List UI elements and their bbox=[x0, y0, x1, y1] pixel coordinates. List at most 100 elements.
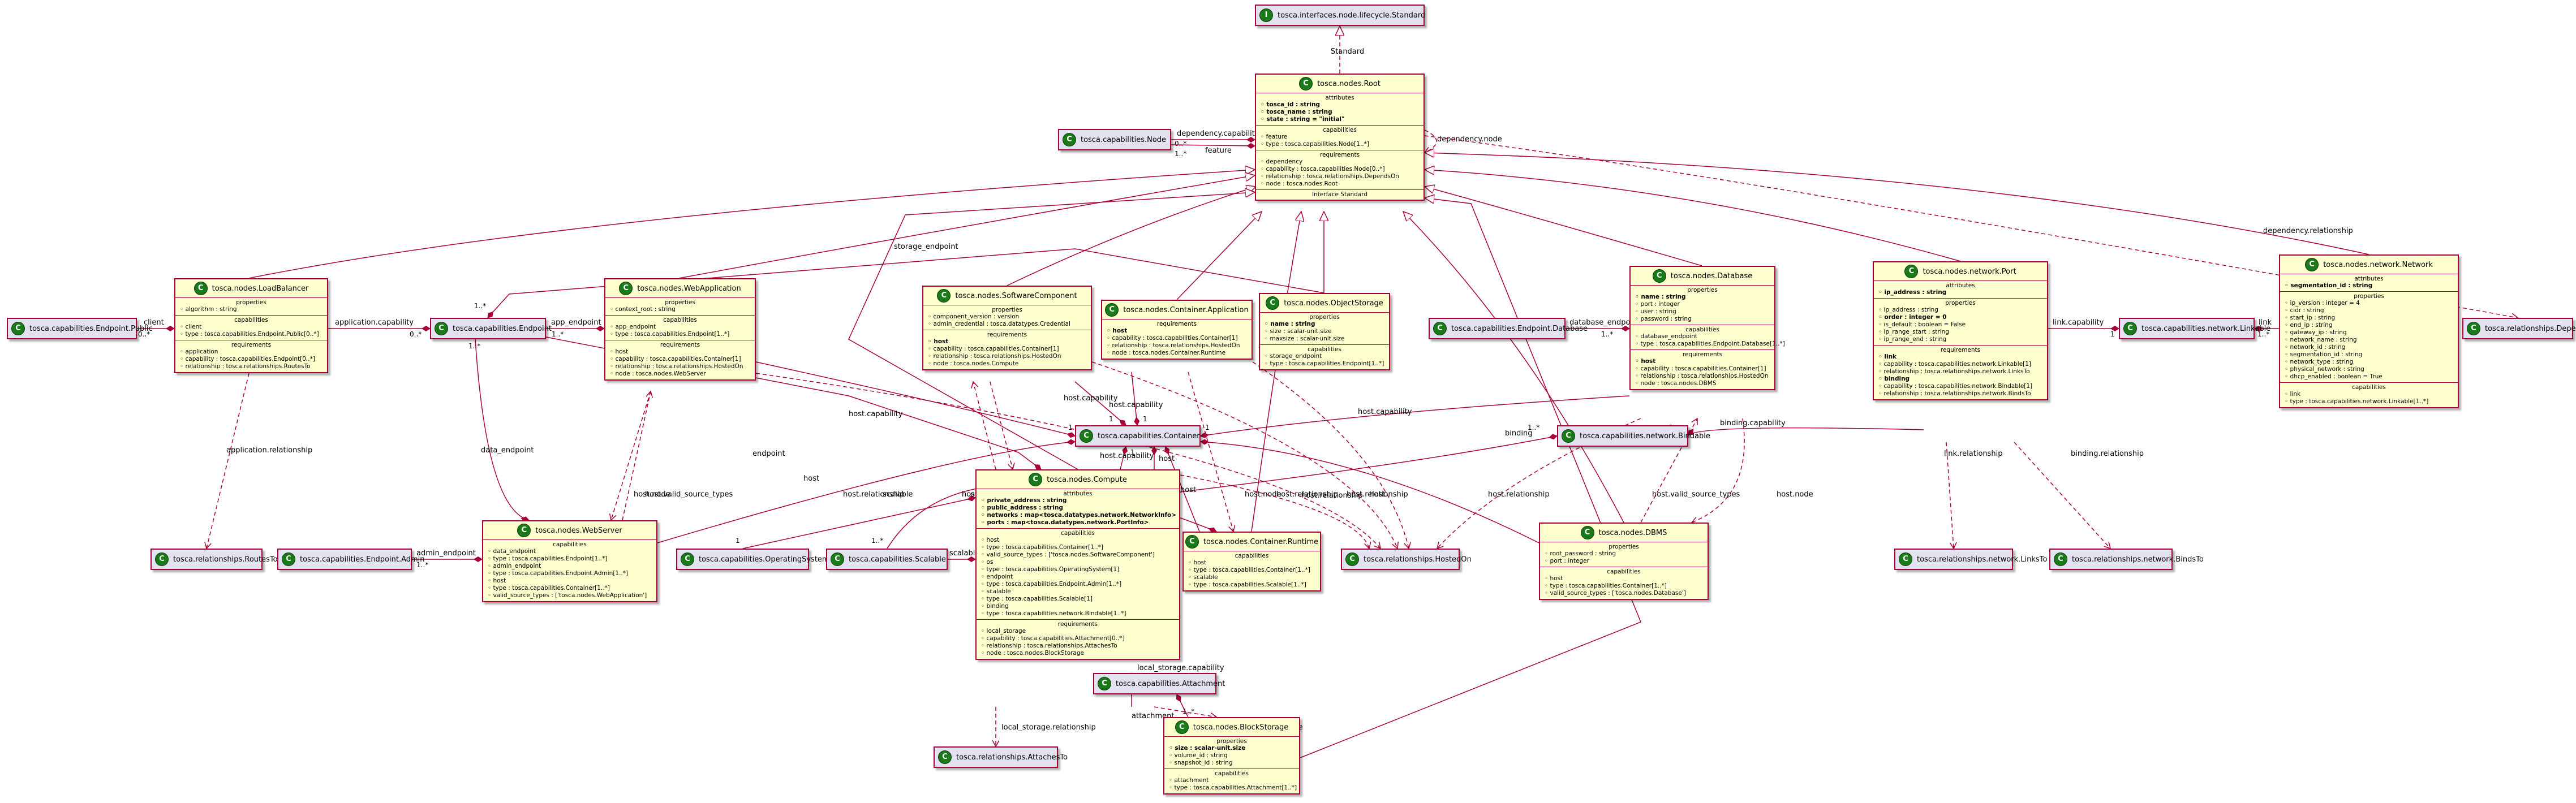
member-row: ◦ capability : tosca.capabilities.Endpoi… bbox=[180, 356, 315, 362]
edge-multiplicity: 1..* bbox=[2257, 330, 2269, 338]
class-title: tosca.nodes.WebApplication bbox=[637, 284, 741, 293]
member-row: ◦ is_default : boolean = False bbox=[1878, 321, 1966, 328]
section-title: capabilities bbox=[2352, 384, 2386, 391]
section-title: properties bbox=[236, 299, 266, 306]
section-title: properties bbox=[1687, 287, 1718, 293]
class-stereotype-icon: C bbox=[1433, 322, 1447, 335]
edge-label: data_endpoint bbox=[481, 446, 534, 455]
class-section: properties◦ ip_address : string◦ order :… bbox=[1874, 298, 2047, 345]
class-stereotype-icon: C bbox=[517, 524, 531, 537]
edge-dashed bbox=[2014, 442, 2110, 549]
class-section: properties◦ component_version : version◦… bbox=[923, 305, 1091, 330]
member-row: ◦ feature bbox=[1261, 133, 1288, 140]
member-row: ◦ type : tosca.capabilities.Endpoint[1..… bbox=[488, 555, 608, 562]
section-title: requirements bbox=[1057, 621, 1098, 628]
member-row: ◦ type : tosca.capabilities.OperatingSys… bbox=[981, 566, 1120, 573]
member-row: ◦ physical_network : string bbox=[2285, 366, 2364, 373]
member-row: ◦ capability : tosca.capabilities.Node[0… bbox=[1261, 166, 1385, 172]
class-title: tosca.capabilities.Endpoint bbox=[453, 324, 552, 333]
class-stereotype-icon: C bbox=[1345, 552, 1359, 566]
class-section: requirements◦ application◦ capability : … bbox=[175, 340, 327, 372]
member-row: ◦ size : scalar-unit.size bbox=[1169, 745, 1246, 752]
edge-assoc bbox=[487, 248, 1324, 318]
edge-label: host bbox=[1159, 455, 1175, 463]
edge-generalize bbox=[1300, 198, 1641, 758]
member-row: ◦ port : integer bbox=[1635, 301, 1680, 308]
section-title: capabilities bbox=[1308, 346, 1341, 353]
member-row: ◦ type : tosca.capabilities.Attachment[1… bbox=[1169, 784, 1297, 791]
class-title: tosca.capabilities.network.Linkable bbox=[2141, 324, 2271, 333]
edge-multiplicity: 1..* bbox=[416, 561, 428, 569]
edge-assoc bbox=[1164, 446, 1200, 532]
class-title: tosca.nodes.LoadBalancer bbox=[212, 284, 309, 293]
class-title: tosca.nodes.Compute bbox=[1047, 475, 1127, 484]
class-stereotype-icon: C bbox=[1299, 77, 1313, 90]
member-row: ◦ capability : tosca.capabilities.networ… bbox=[1878, 383, 2033, 390]
edge-generalize bbox=[1425, 170, 1961, 262]
class-section: capabilities◦ data_endpoint◦ type : tosc… bbox=[483, 539, 656, 601]
member-row: ◦ database_endpoint bbox=[1635, 333, 1698, 340]
edge-label: admin_endpoint bbox=[416, 549, 476, 558]
class-stereotype-icon: C bbox=[2305, 258, 2319, 271]
member-row: ◦ endpoint bbox=[981, 573, 1013, 580]
class-title: tosca.nodes.Container.Application bbox=[1123, 305, 1249, 314]
member-row: ◦ storage_endpoint bbox=[1265, 353, 1322, 360]
member-row: ◦ type : tosca.capabilities.Scalable[1..… bbox=[1188, 581, 1306, 588]
member-row: ◦ type : tosca.capabilities.Endpoint.Adm… bbox=[981, 581, 1122, 588]
class-title: tosca.nodes.network.Network bbox=[2323, 260, 2433, 269]
member-row: ◦ type : tosca.capabilities.Endpoint[1..… bbox=[610, 331, 730, 338]
member-row: ◦ capability : tosca.capabilities.Attach… bbox=[981, 635, 1125, 642]
section-title: requirements bbox=[660, 342, 700, 348]
section-title: capabilities bbox=[1061, 530, 1095, 537]
section-title: properties bbox=[1309, 314, 1340, 321]
edge-label: client bbox=[144, 318, 164, 327]
member-row: ◦ dependency bbox=[1261, 158, 1303, 165]
member-row: ◦ segmentation_id : string bbox=[2285, 282, 2373, 289]
member-row: ◦ relationship : tosca.relationships.net… bbox=[1878, 368, 2030, 375]
section-title: capabilities bbox=[1323, 127, 1357, 133]
class-stereotype-icon: C bbox=[1175, 720, 1189, 734]
section-title: requirements bbox=[1319, 152, 1360, 158]
class-section: capabilities◦ host◦ type : tosca.capabil… bbox=[977, 528, 1179, 619]
member-row: ◦ root_password : string bbox=[1545, 550, 1616, 557]
member-row: ◦ public_address : string bbox=[981, 504, 1064, 511]
member-row: ◦ network_id : string bbox=[2285, 344, 2346, 351]
class-title: tosca.relationships.DependsOn bbox=[2485, 324, 2576, 333]
